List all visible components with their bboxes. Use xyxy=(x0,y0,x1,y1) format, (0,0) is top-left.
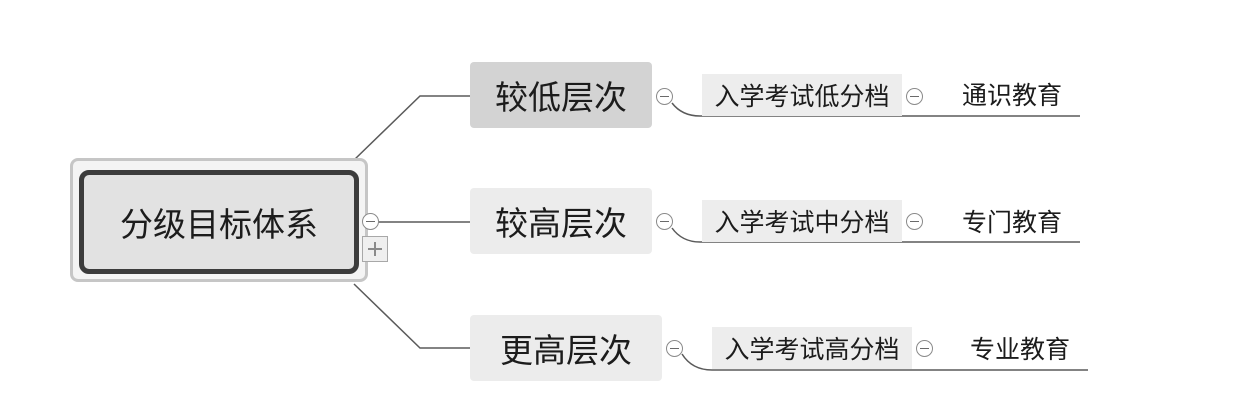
branch-node-3[interactable]: 更高层次 xyxy=(470,315,662,381)
leaf-node-label: 专门教育 xyxy=(961,208,1062,237)
collapse-icon[interactable] xyxy=(666,340,683,357)
collapse-icon[interactable] xyxy=(362,213,379,230)
connector-root-to-branch-3 xyxy=(353,283,470,349)
sub-node-label: 入学考试低分档 xyxy=(714,82,890,111)
connector-branch-1-underline xyxy=(671,102,1080,117)
sub-node-1[interactable]: 入学考试低分档 xyxy=(702,74,902,116)
root-node[interactable]: 分级目标体系 xyxy=(79,170,359,274)
collapse-icon[interactable] xyxy=(656,213,673,230)
leaf-node-label: 专业教育 xyxy=(969,335,1070,364)
branch-node-2[interactable]: 较高层次 xyxy=(470,188,652,254)
branch-node-label: 较高层次 xyxy=(495,204,627,243)
branch-node-label: 较低层次 xyxy=(495,78,627,117)
collapse-icon[interactable] xyxy=(906,88,923,105)
collapse-icon[interactable] xyxy=(906,213,923,230)
root-node-label: 分级目标体系 xyxy=(120,205,318,244)
connector-branch-3-underline xyxy=(681,353,1088,371)
sub-node-2[interactable]: 入学考试中分档 xyxy=(702,200,902,242)
connector-branch-2-underline xyxy=(671,227,1080,243)
leaf-node-3[interactable]: 专业教育 xyxy=(952,331,1088,365)
expand-plus-icon[interactable] xyxy=(362,236,388,262)
sub-node-label: 入学考试中分档 xyxy=(714,208,890,237)
collapse-icon[interactable] xyxy=(916,340,933,357)
leaf-node-label: 通识教育 xyxy=(961,81,1062,110)
leaf-node-2[interactable]: 专门教育 xyxy=(944,204,1080,238)
sub-node-label: 入学考试高分档 xyxy=(724,335,900,364)
leaf-node-1[interactable]: 通识教育 xyxy=(944,77,1080,111)
branch-node-1[interactable]: 较低层次 xyxy=(470,62,652,128)
collapse-icon[interactable] xyxy=(656,88,673,105)
branch-node-label: 更高层次 xyxy=(500,331,632,370)
connector-root-to-branch-1 xyxy=(353,95,470,161)
sub-node-3[interactable]: 入学考试高分档 xyxy=(712,327,912,369)
